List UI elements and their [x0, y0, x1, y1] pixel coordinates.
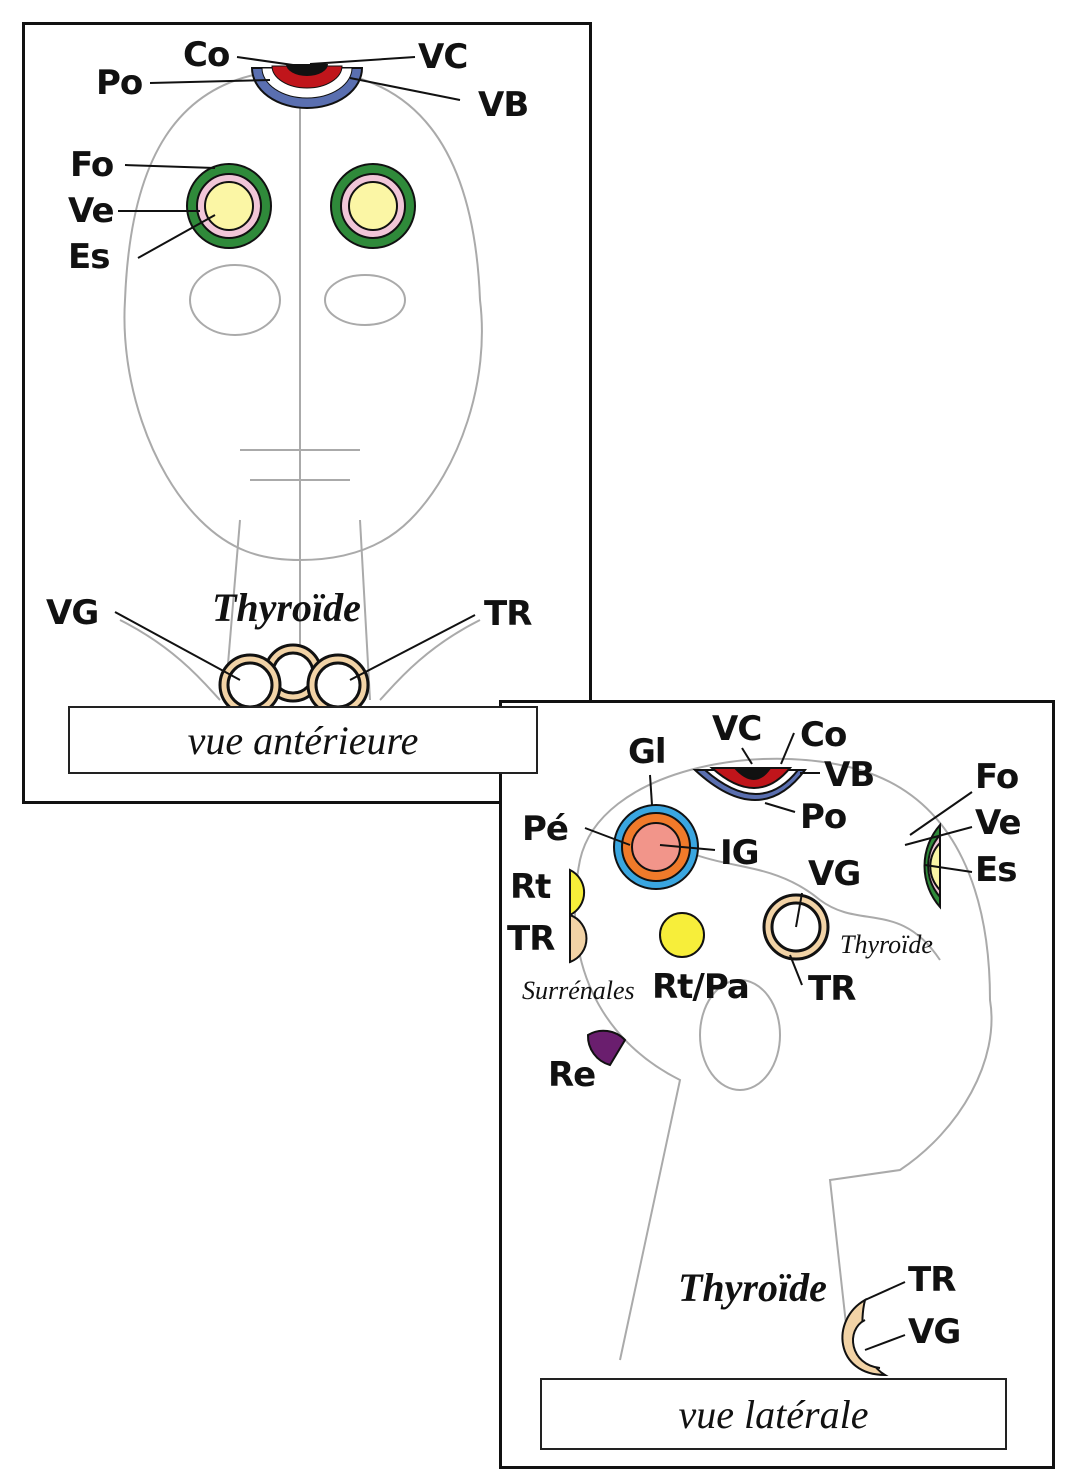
- label-ve: Ve: [68, 191, 115, 231]
- label-vc: VC: [712, 709, 762, 749]
- label-vg: VG: [46, 593, 99, 633]
- label-vb: VB: [824, 755, 875, 795]
- anterior-thyroid-markers: [114, 611, 476, 717]
- label-thyroide: Thyroïde: [212, 585, 361, 630]
- lateral-thyroid-marker: [841, 1281, 906, 1377]
- label-fo: Fo: [975, 757, 1019, 797]
- lateral-vertex-marker: [692, 732, 820, 813]
- label-thyroide: Thyroïde: [678, 1265, 827, 1310]
- anterior-vertex-marker: [250, 64, 364, 109]
- label-vc: VC: [418, 37, 468, 77]
- lateral-pineal-marker: [584, 774, 716, 890]
- label-surrenales: Surrénales: [522, 976, 635, 1005]
- lateral-re-marker: [586, 1029, 627, 1067]
- label-rt-pa: Rt/Pa: [652, 967, 750, 1007]
- label-co: Co: [800, 715, 847, 755]
- label-co: Co: [183, 35, 230, 75]
- label-vb: VB: [478, 85, 529, 125]
- anterior-eye-markers: [118, 163, 416, 259]
- label-vg: VG: [808, 854, 861, 894]
- label-vg-neck: VG: [908, 1312, 961, 1352]
- lateral-vg-tr-marker: [762, 892, 830, 986]
- label-ig: IG: [720, 833, 760, 873]
- label-po: Po: [96, 63, 143, 103]
- label-rt: Rt: [510, 867, 551, 907]
- label-pe: Pé: [522, 809, 569, 849]
- label-tr-neck: TR: [908, 1260, 956, 1300]
- lateral-caption: vue latérale: [540, 1378, 1007, 1450]
- label-tr-adrenal: TR: [507, 919, 555, 959]
- label-thyroide-small: Thyroïde: [840, 930, 933, 959]
- label-ve: Ve: [975, 803, 1022, 843]
- label-es: Es: [975, 850, 1017, 890]
- lateral-view-panel: [499, 700, 1055, 1469]
- label-po: Po: [800, 797, 847, 837]
- label-tr: TR: [484, 594, 532, 634]
- label-tr-mid: TR: [808, 969, 856, 1009]
- anterior-caption: vue antérieure: [68, 706, 538, 774]
- lateral-eye-marker: [904, 791, 973, 910]
- lateral-adrenal-markers: [569, 868, 705, 964]
- label-es: Es: [68, 237, 110, 277]
- label-re: Re: [548, 1055, 596, 1095]
- label-gl: Gl: [628, 732, 667, 772]
- label-fo: Fo: [70, 145, 114, 185]
